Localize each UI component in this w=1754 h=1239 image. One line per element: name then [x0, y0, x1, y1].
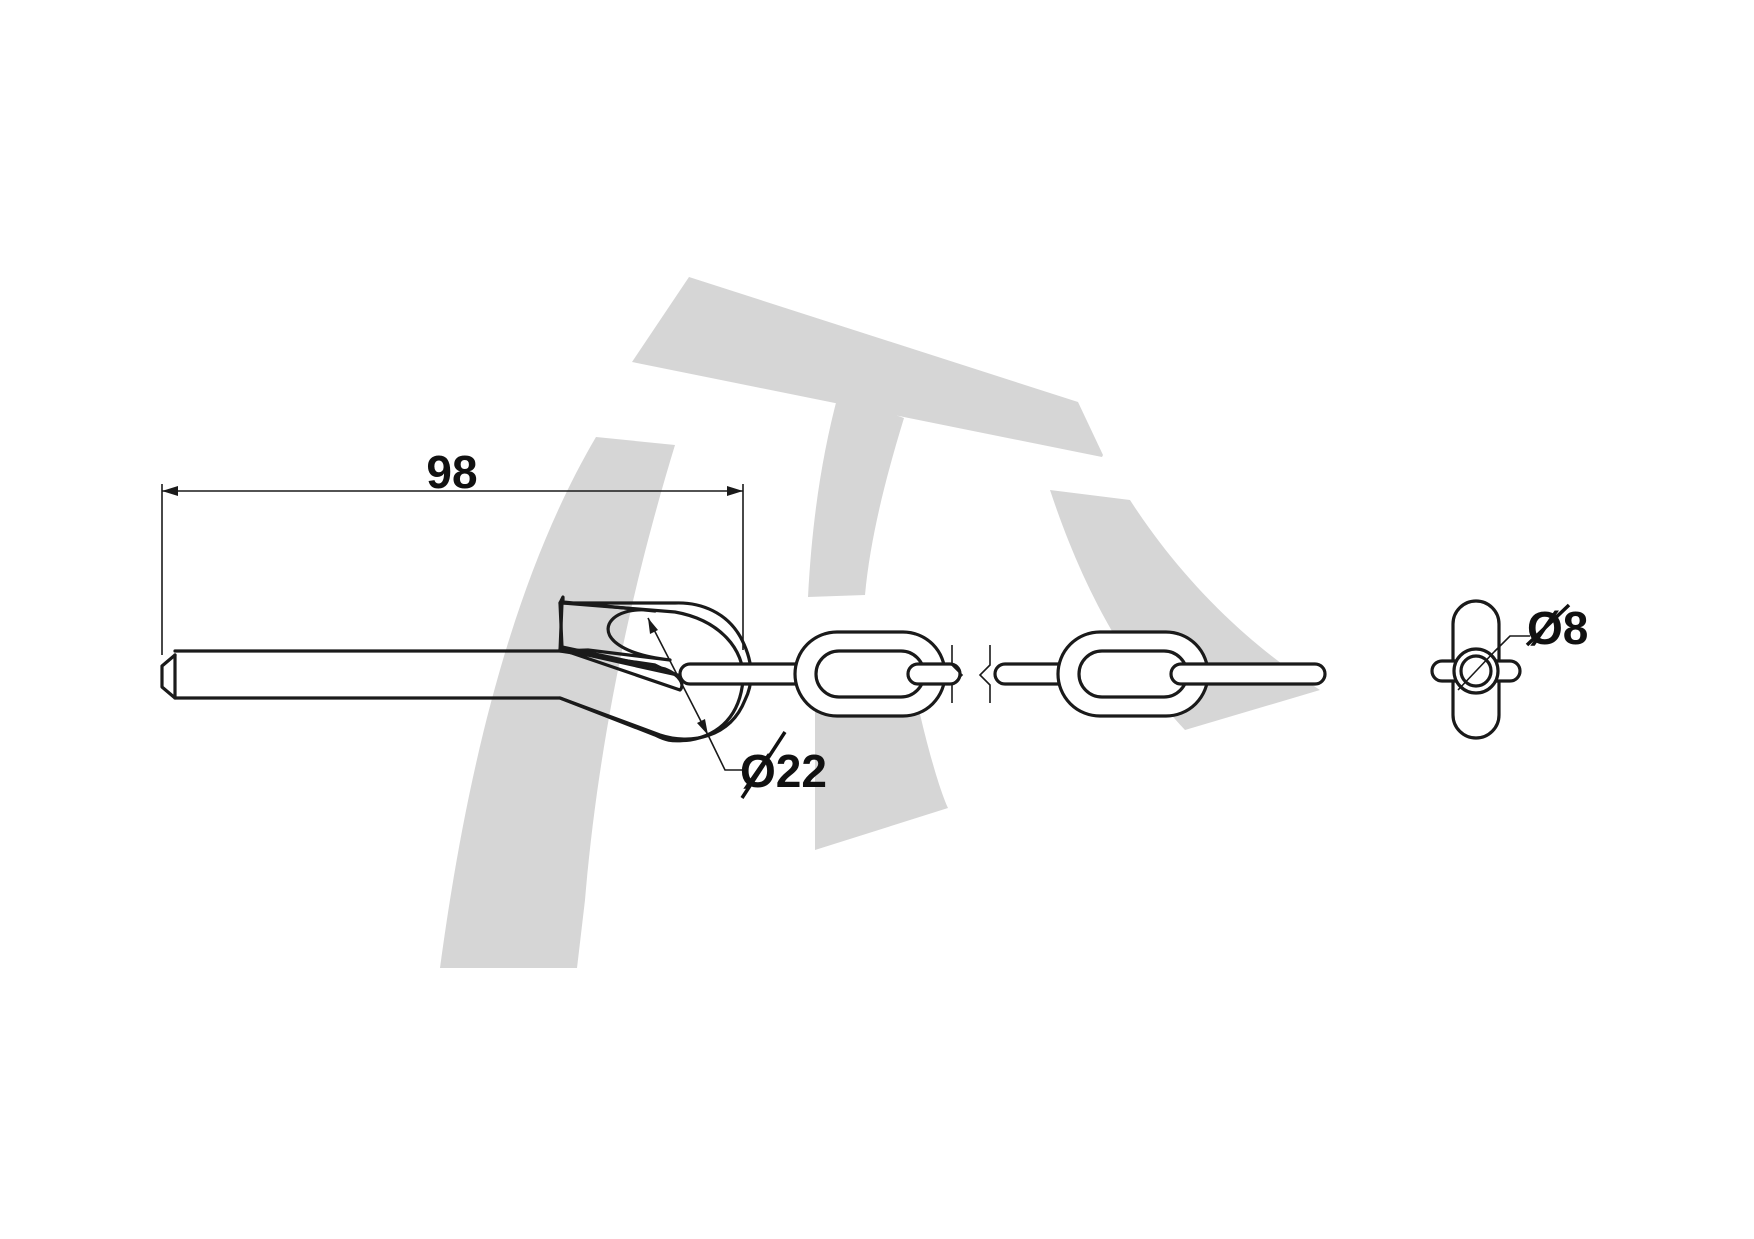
arrow-up-icon [648, 618, 658, 634]
watermark-left-stroke [440, 437, 675, 968]
watermark-center-stem [808, 395, 904, 597]
break-mark-left [951, 645, 964, 703]
chain-link-3 [906, 662, 962, 686]
ring-diameter-label: Ø22 [740, 745, 827, 797]
wire-diameter-label: Ø8 [1527, 602, 1588, 654]
linch-pin [160, 595, 753, 743]
length-label: 98 [426, 446, 477, 498]
chain-link-6 [1169, 662, 1327, 686]
arrow-down-icon [697, 719, 708, 735]
watermark-top-bar [632, 277, 1103, 457]
length-dimension: 98 [161, 446, 744, 655]
ring-diameter-dimension: Ø22 [647, 617, 827, 799]
arrow-left-icon [162, 486, 178, 496]
chain [678, 630, 1327, 718]
arrow-right-icon [727, 486, 743, 496]
watermark-logo [440, 277, 1320, 968]
break-mark-right [978, 645, 991, 703]
side-view: Ø8 [1430, 599, 1588, 740]
